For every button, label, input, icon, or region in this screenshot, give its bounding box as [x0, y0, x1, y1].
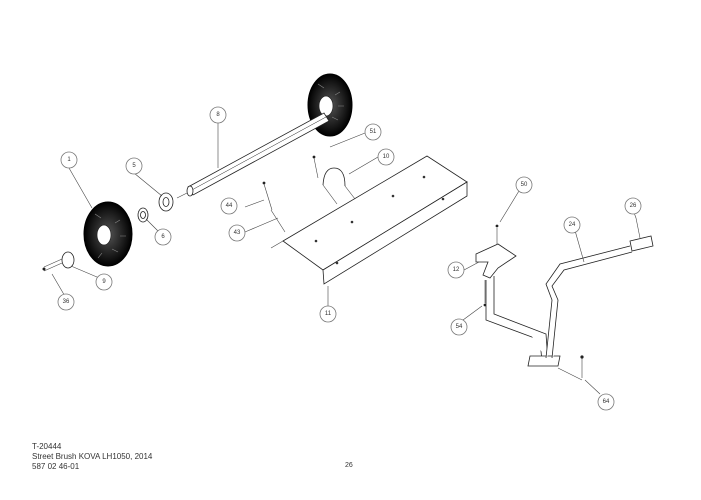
svg-text:54: 54	[456, 324, 463, 330]
svg-text:12: 12	[453, 267, 460, 273]
callout-24: 24	[563, 216, 581, 234]
callout-8: 8	[209, 106, 227, 124]
svg-text:9: 9	[102, 279, 106, 285]
svg-text:64: 64	[603, 399, 610, 405]
svg-text:43: 43	[234, 230, 241, 236]
part-number: 587 02 46-01	[32, 462, 80, 471]
callout-6: 6	[154, 228, 172, 246]
svg-text:8: 8	[216, 112, 220, 118]
callout-12: 12	[447, 261, 465, 279]
drawing-title: Street Brush KOVA LH1050, 2014	[32, 452, 153, 461]
callout-26: 26	[624, 197, 642, 215]
callout-50: 50	[515, 176, 533, 194]
callout-43: 43	[228, 224, 246, 242]
drawing-id: T-20444	[32, 442, 62, 451]
brush-cover	[270, 155, 468, 285]
brush-shaft	[176, 112, 330, 199]
callout-11: 11	[319, 305, 337, 323]
svg-text:44: 44	[226, 203, 233, 209]
leader-lines	[51, 122, 637, 395]
svg-text:11: 11	[325, 311, 332, 317]
callout-9: 9	[95, 273, 113, 291]
svg-text:10: 10	[383, 154, 390, 160]
page-number: 26	[345, 462, 353, 469]
callout-51: 51	[364, 123, 382, 141]
svg-text:1: 1	[67, 157, 71, 163]
svg-text:51: 51	[370, 129, 377, 135]
callout-44: 44	[220, 197, 238, 215]
handle-grip	[629, 217, 654, 252]
callout-10: 10	[377, 148, 395, 166]
bolts	[262, 181, 286, 233]
svg-text:50: 50	[521, 182, 528, 188]
callout-1: 1	[60, 151, 78, 169]
callout-54: 54	[450, 318, 468, 336]
handle	[545, 245, 633, 359]
u-bracket	[322, 167, 356, 205]
hub-cap	[42, 251, 75, 272]
screw	[312, 155, 319, 179]
nut	[557, 355, 584, 381]
callout-64: 64	[597, 393, 615, 411]
svg-text:6: 6	[161, 234, 165, 240]
svg-text:26: 26	[630, 203, 637, 209]
svg-text:5: 5	[132, 163, 136, 169]
svg-text:36: 36	[63, 299, 70, 305]
lever-frame	[485, 276, 561, 367]
brush-disc-left	[83, 201, 133, 267]
bushing	[137, 207, 149, 223]
callout-36: 36	[57, 293, 75, 311]
callout-5: 5	[125, 157, 143, 175]
bearing-ring	[158, 192, 174, 212]
svg-text:24: 24	[569, 222, 576, 228]
